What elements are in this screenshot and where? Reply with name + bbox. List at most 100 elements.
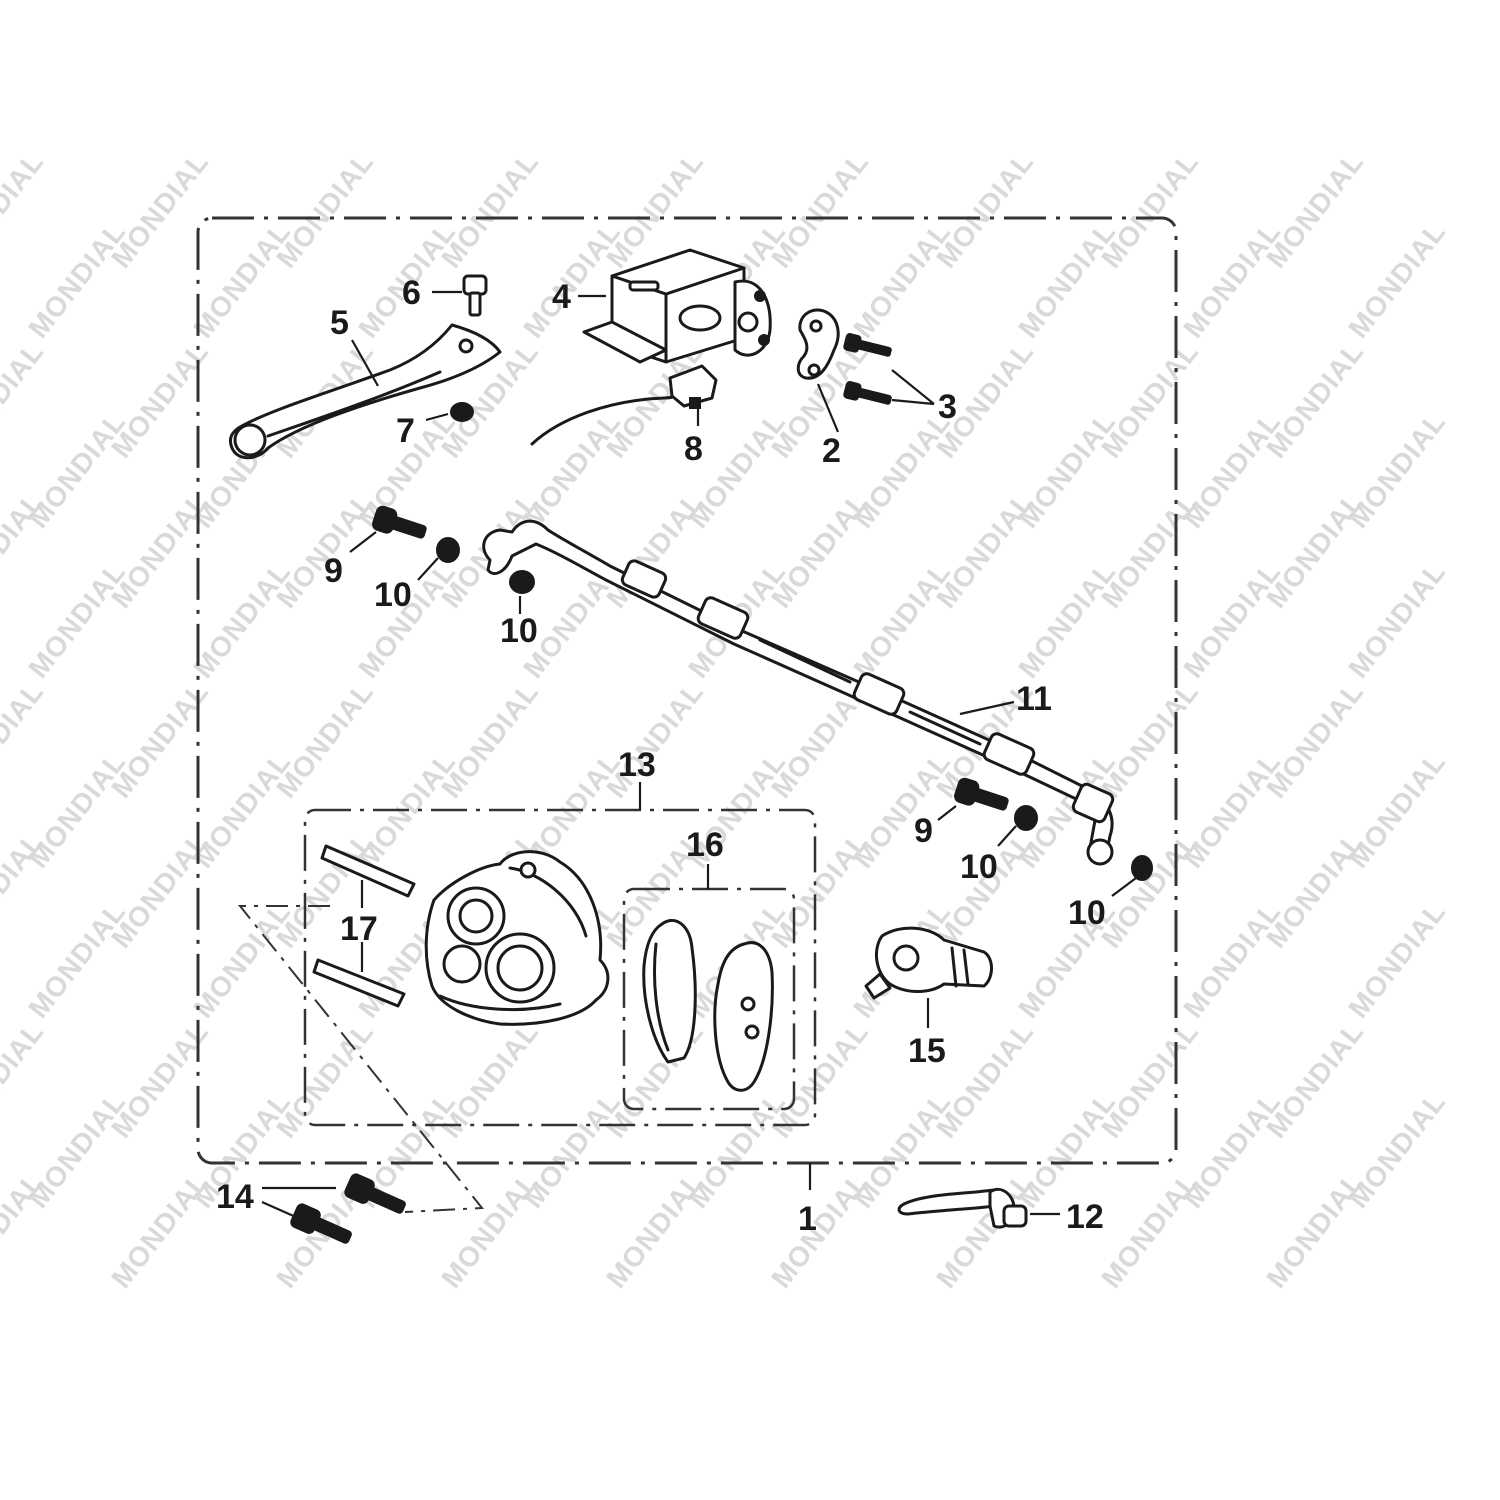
watermark-text: MONDIAL: [930, 486, 1039, 614]
lever-nut: [450, 402, 474, 422]
brake-hose: [482, 519, 1115, 866]
watermark-text: MONDIAL: [22, 216, 131, 344]
watermark-text: MONDIAL: [600, 1166, 709, 1294]
watermark-text: MONDIAL: [22, 896, 131, 1024]
callout-13: 13: [618, 746, 656, 784]
watermark-text: MONDIAL: [0, 1166, 49, 1294]
watermark-text: MONDIAL: [435, 676, 544, 804]
watermark-text: MONDIAL: [0, 336, 49, 464]
watermark-text: MONDIAL: [270, 146, 379, 274]
callout-10-upper-left: 10: [374, 576, 412, 614]
callout-12: 12: [1066, 1198, 1104, 1236]
watermark-text: MONDIAL: [1095, 676, 1204, 804]
watermark-text: MONDIAL: [1012, 216, 1121, 344]
watermark-text: MONDIAL: [1342, 896, 1451, 1024]
bleed-valve: [864, 926, 993, 1000]
callout-16: 16: [686, 826, 724, 864]
watermark-text: MONDIAL: [847, 556, 956, 684]
callout-4: 4: [552, 278, 571, 316]
banjo-bolt-lower: [954, 777, 1009, 811]
sealing-washer-lower-b: [1131, 855, 1153, 881]
sealing-washer-lower-a: [1014, 805, 1038, 831]
watermark-text: MONDIAL: [930, 826, 1039, 954]
watermark-text: MONDIAL: [1260, 1166, 1369, 1294]
clamp-bolts: [843, 333, 892, 405]
watermark-text: MONDIAL: [0, 146, 49, 274]
hose-fitting: [897, 1187, 1028, 1229]
watermark-text: MONDIAL: [1177, 556, 1286, 684]
watermark-text: MONDIAL: [0, 676, 49, 804]
caliper-mounting-bolts: [290, 1173, 406, 1244]
callout-11: 11: [1016, 680, 1052, 718]
sealing-washer-upper-a: [436, 537, 460, 563]
callout-17: 17: [340, 910, 378, 948]
assembly-frame: [196, 216, 1178, 1165]
callout-5: 5: [330, 304, 349, 342]
callout-8: 8: [684, 430, 703, 468]
brake-light-switch: [530, 364, 718, 446]
watermark-text: MONDIAL: [0, 826, 49, 954]
watermark-text: MONDIAL: [1260, 336, 1369, 464]
callout-9-upper: 9: [324, 552, 343, 590]
watermark-text: MONDIAL: [270, 486, 379, 614]
watermark-text: MONDIAL: [1260, 676, 1369, 804]
watermark-text: MONDIAL: [1177, 216, 1286, 344]
watermark-text: MONDIAL: [600, 676, 709, 804]
brake-caliper: [424, 850, 610, 1026]
callout-2: 2: [822, 432, 841, 470]
leader-lines: [261, 290, 1137, 1220]
watermark-text: MONDIAL: [435, 1166, 544, 1294]
watermark-text: MONDIAL: [1342, 556, 1451, 684]
watermark-text: MONDIAL: [0, 486, 49, 614]
callout-10-lower-right: 10: [1068, 894, 1106, 932]
master-cylinder: [582, 248, 772, 364]
lever-pivot-bolt: [462, 274, 488, 317]
callout-10-upper-right: 10: [500, 612, 538, 650]
watermark-text: MONDIAL: [930, 1166, 1039, 1294]
callout-1: 1: [798, 1200, 817, 1238]
watermark-text: MONDIAL: [1260, 486, 1369, 614]
watermark-text: MONDIAL: [105, 1166, 214, 1294]
watermark-text: MONDIAL: [1095, 1166, 1204, 1294]
callout-3: 3: [938, 388, 957, 426]
watermark-text: MONDIAL: [930, 1016, 1039, 1144]
watermark-text: MONDIAL: [0, 1016, 49, 1144]
watermark-text: MONDIAL: [22, 556, 131, 684]
watermark-text: MONDIAL: [1260, 1016, 1369, 1144]
watermark-text: MONDIAL: [1095, 486, 1204, 614]
watermark-text: MONDIAL: [930, 146, 1039, 274]
watermark-text: MONDIAL: [187, 556, 296, 684]
watermark-text: MONDIAL: [1260, 146, 1369, 274]
callout-14: 14: [216, 1178, 254, 1216]
watermark-text: MONDIAL: [270, 676, 379, 804]
watermark-text: MONDIAL: [765, 486, 874, 614]
callout-labels: 6 4 5 7 8 2 3 9 10 10 11 13 16 9 10 10 1…: [216, 274, 1106, 1238]
watermark-text: MONDIAL: [187, 216, 296, 344]
callout-10-lower-left: 10: [960, 848, 998, 886]
watermark-text: MONDIAL: [1012, 556, 1121, 684]
watermark-text: MONDIAL: [1177, 896, 1286, 1024]
watermark-text: MONDIAL: [435, 146, 544, 274]
watermark-text: MONDIAL: [1095, 146, 1204, 274]
watermark-text: MONDIAL: [1342, 216, 1451, 344]
caliper-slide-pins: [312, 844, 416, 1008]
handlebar-clamp: [796, 308, 840, 380]
watermark-text: MONDIAL: [1095, 336, 1204, 464]
callout-15: 15: [908, 1032, 946, 1070]
sealing-washer-upper-b: [509, 570, 535, 594]
callout-9-lower: 9: [914, 812, 933, 850]
callout-6: 6: [402, 274, 421, 312]
watermark-text: MONDIAL: [847, 216, 956, 344]
watermark-text: MONDIAL: [1260, 826, 1369, 954]
watermark-text: MONDIAL: [187, 896, 296, 1024]
banjo-bolt-upper: [372, 505, 427, 539]
brake-pads: [642, 918, 774, 1092]
bolt-guide-line: [237, 905, 485, 1213]
callout-7: 7: [396, 412, 415, 450]
watermark-text: MONDIAL: [765, 146, 874, 274]
brake-lever: [228, 323, 502, 460]
watermark-text: MONDIAL: [765, 1166, 874, 1294]
caliper-assembly-frame: [303, 808, 817, 1127]
watermark-text: MONDIAL: [1095, 1016, 1204, 1144]
